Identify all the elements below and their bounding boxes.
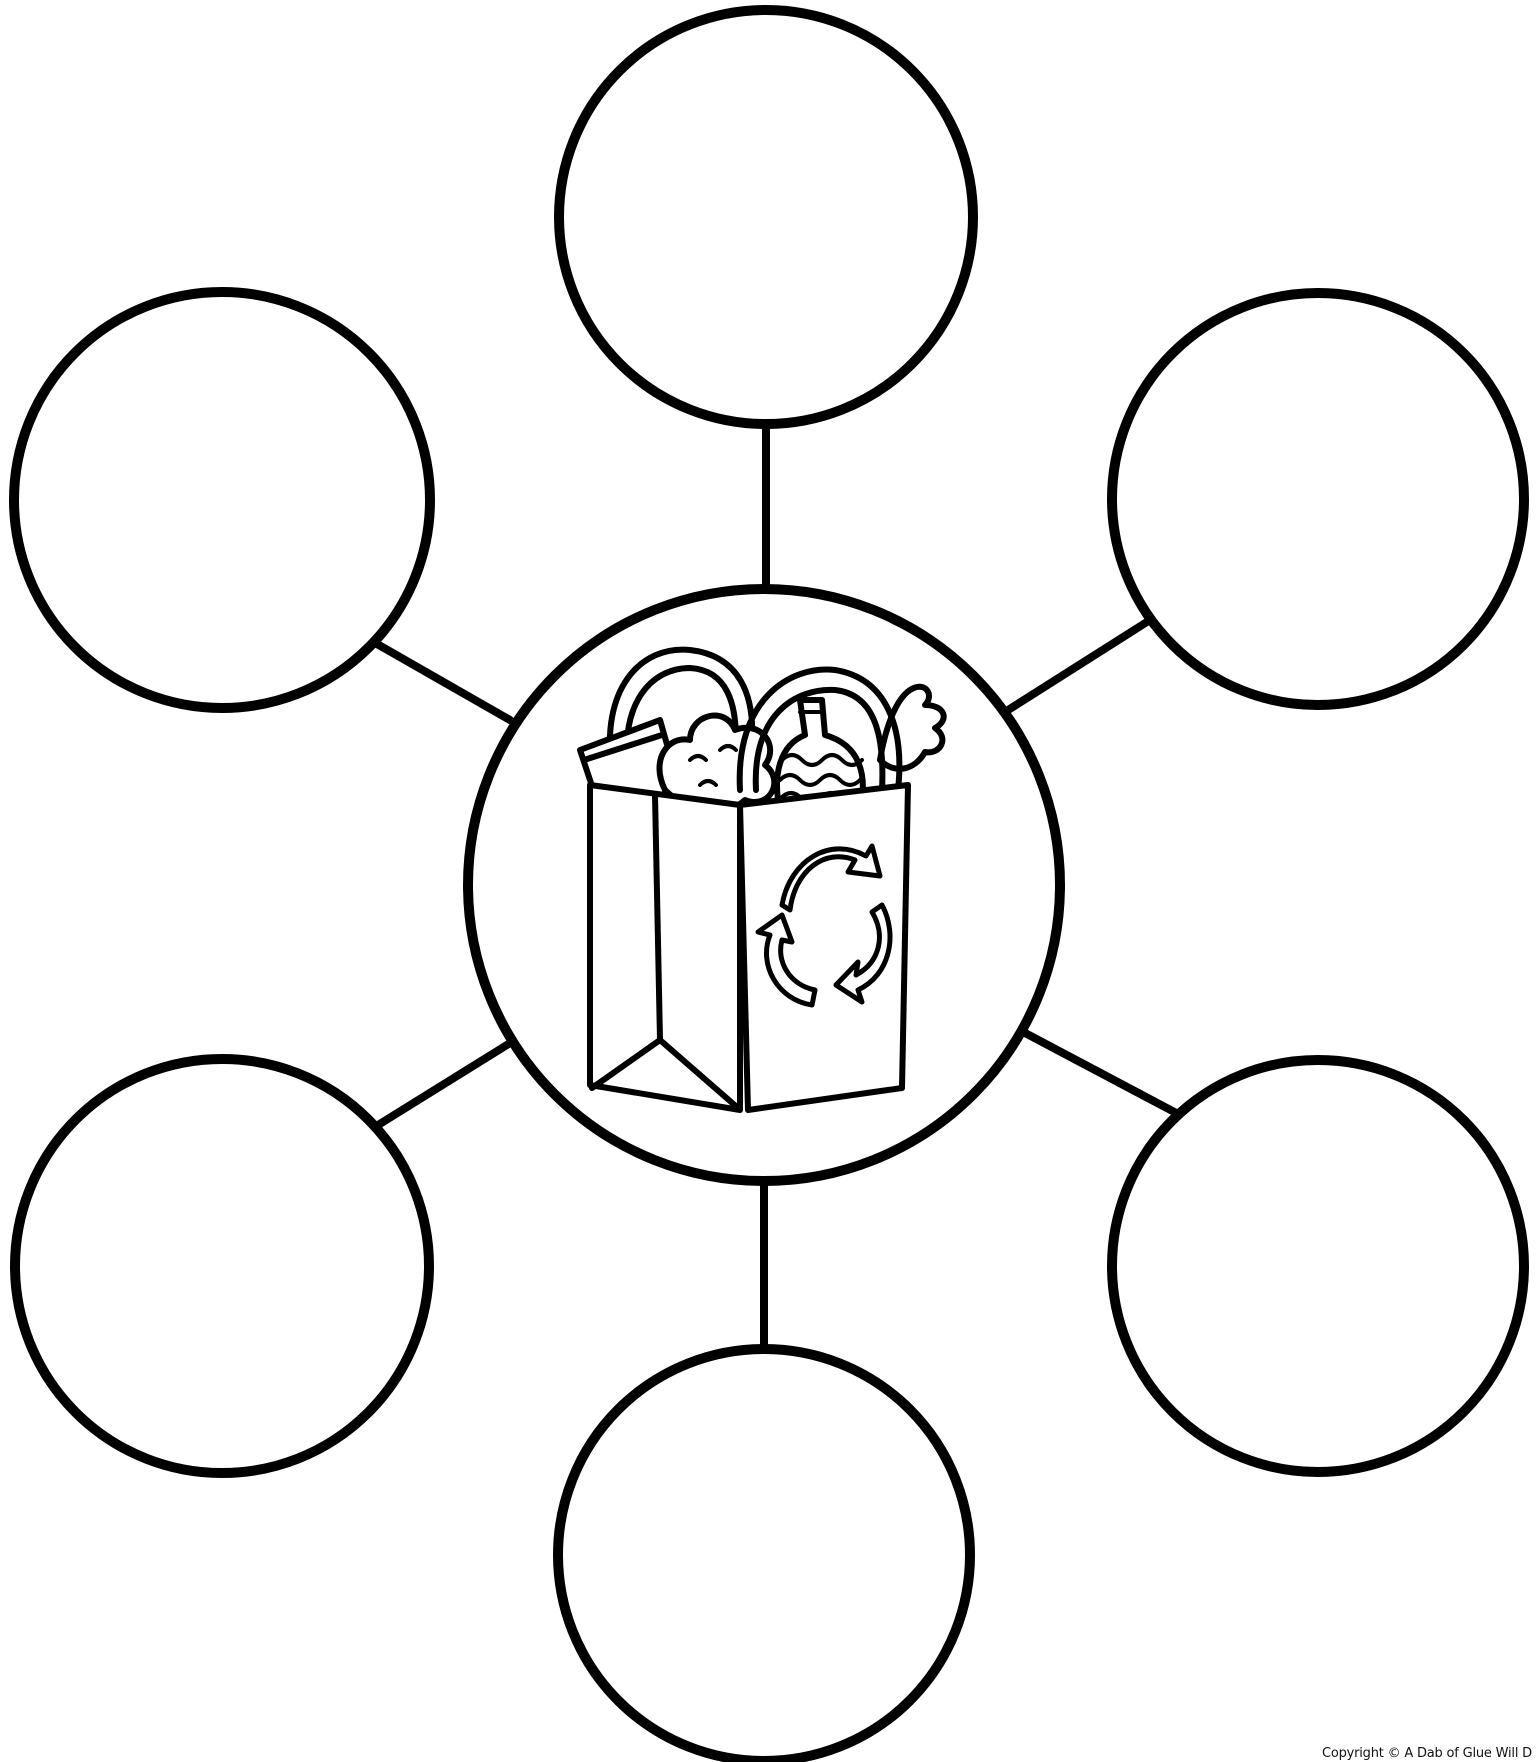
outer-circle-bottom[interactable] xyxy=(558,1349,970,1761)
connector-lower-right xyxy=(1010,1025,1180,1115)
connector-lower-left xyxy=(370,1040,515,1130)
connector-upper-right xyxy=(1005,620,1150,712)
copyright-text: Copyright © A Dab of Glue Will D xyxy=(1322,1746,1532,1762)
connector-upper-left xyxy=(370,640,510,720)
outer-circle-lower-right[interactable] xyxy=(1112,1060,1524,1472)
bag-side-panel xyxy=(590,785,740,1110)
outer-circle-top[interactable] xyxy=(559,10,973,424)
outer-circle-upper-left[interactable] xyxy=(14,292,430,708)
outer-circle-upper-right[interactable] xyxy=(1112,293,1524,705)
outer-circle-lower-left[interactable] xyxy=(15,1059,429,1473)
